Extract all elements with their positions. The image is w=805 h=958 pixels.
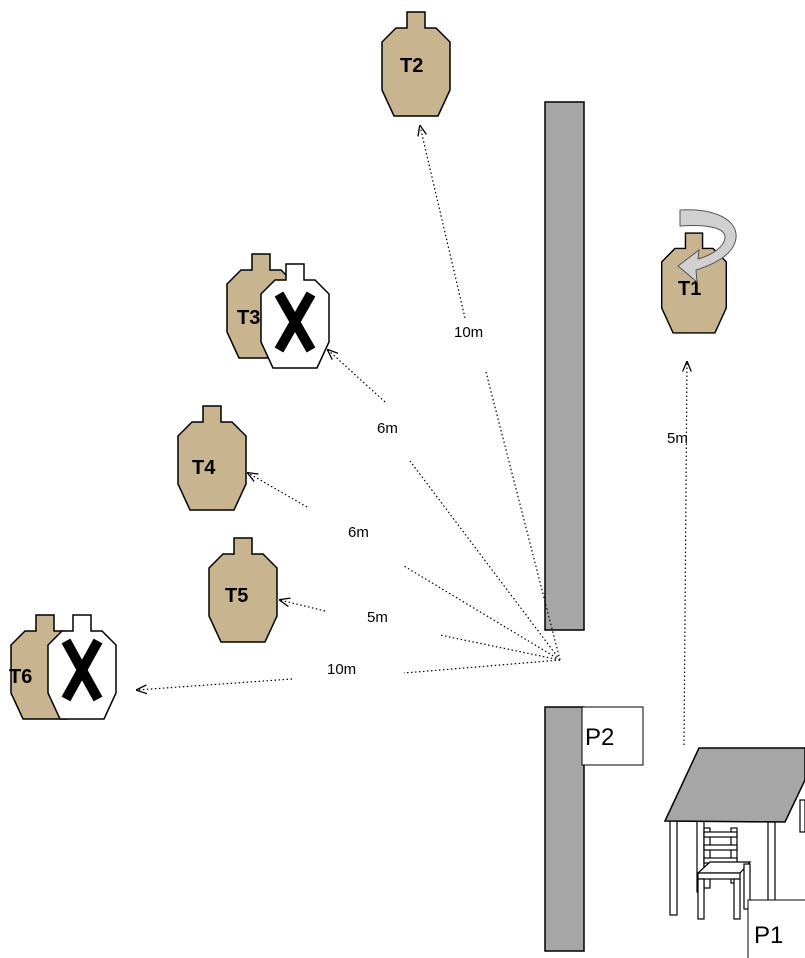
- distance-label-t2: 10m: [454, 324, 483, 341]
- target-t1: T1: [660, 232, 728, 334]
- target-t4: T4: [177, 405, 247, 511]
- distance-label-t1: 5m: [667, 430, 688, 447]
- distance-label-t3: 6m: [377, 420, 398, 437]
- position-p1: P1: [747, 899, 805, 958]
- no-shoot-target-t6: [47, 614, 117, 720]
- rotation-arrow-icon: [677, 209, 737, 284]
- svg-text:T6: T6: [9, 666, 32, 688]
- position-p2: P2: [581, 706, 644, 766]
- svg-text:T4: T4: [192, 457, 216, 479]
- distance-label-t4: 6m: [348, 524, 369, 541]
- svg-text:P1: P1: [754, 922, 783, 949]
- target-t6: T6: [9, 614, 80, 720]
- table-icon: [663, 747, 805, 918]
- chair-icon: [696, 827, 752, 920]
- distance-label-t5: 5m: [367, 609, 388, 626]
- target-t3: T3: [226, 253, 296, 359]
- wall-lower: [544, 706, 585, 952]
- no-shoot-x-icon: [274, 291, 316, 353]
- svg-text:P2: P2: [585, 724, 614, 751]
- svg-text:T1: T1: [678, 278, 701, 300]
- svg-text:T3: T3: [237, 307, 260, 329]
- shooting-paths: [137, 126, 687, 746]
- target-t2: T2: [381, 11, 451, 117]
- svg-text:T5: T5: [225, 585, 248, 607]
- wall-upper: [544, 101, 585, 631]
- no-shoot-x-icon: [61, 638, 103, 702]
- target-t5: T5: [208, 537, 278, 643]
- distance-label-t6: 10m: [327, 661, 356, 678]
- no-shoot-target-t3: [260, 263, 330, 369]
- svg-text:T2: T2: [400, 55, 423, 77]
